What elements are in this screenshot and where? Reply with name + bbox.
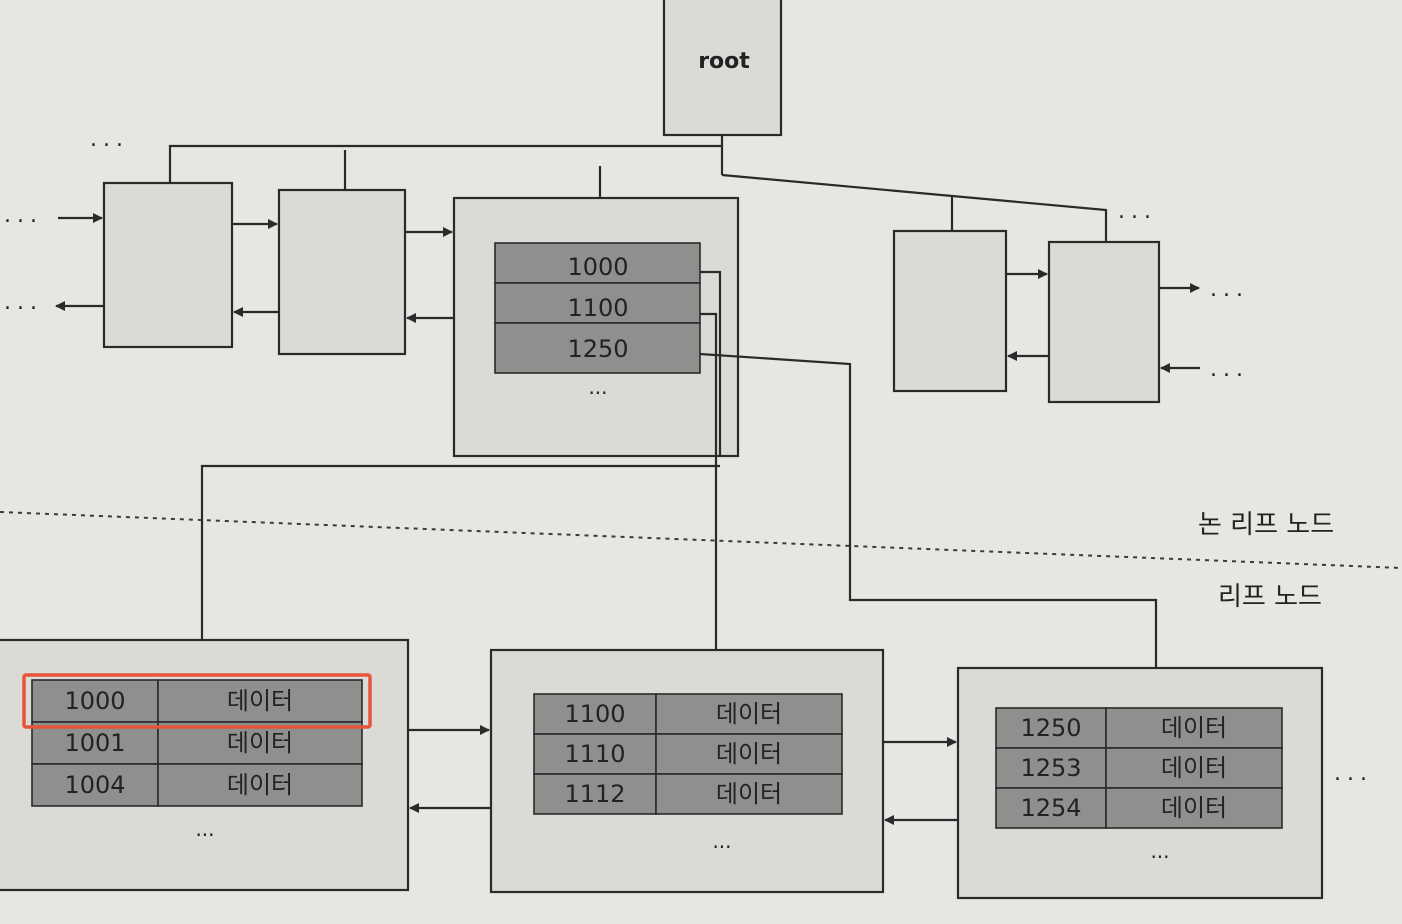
leaf-more: ... xyxy=(1150,839,1169,863)
leaf-value: 데이터 xyxy=(227,771,293,799)
leaf-key: 1254 xyxy=(1020,794,1081,822)
internal-key: 1000 xyxy=(567,253,628,281)
leaf-more: ... xyxy=(712,829,731,853)
internal-node-4 xyxy=(892,229,1008,393)
internal-node-2 xyxy=(277,188,407,356)
leaf-value: 데이터 xyxy=(1161,714,1227,742)
root-label: root xyxy=(698,49,750,74)
leaf-key: 1253 xyxy=(1020,754,1081,782)
sibling-arrows-left: ... ... xyxy=(4,203,454,323)
leaf-value: 데이터 xyxy=(716,700,782,728)
leaf-node-2: 1100 데이터 1110 데이터 1112 데이터 ... xyxy=(489,648,885,894)
leaf-sibling-arrows: ... xyxy=(408,725,1373,825)
sibling-arrows-right: ... ... xyxy=(1006,269,1249,382)
highlight-box xyxy=(22,673,372,729)
level-divider xyxy=(0,511,1402,569)
internal-key: 1100 xyxy=(567,294,628,322)
internal-key: 1250 xyxy=(567,335,628,363)
ellipsis-left-upper: ... xyxy=(4,203,43,228)
leaf-key: 1250 xyxy=(1020,714,1081,742)
leaf-node-3: 1250 데이터 1253 데이터 1254 데이터 ... xyxy=(956,666,1324,900)
leaf-value: 데이터 xyxy=(1161,794,1227,822)
internal-key-table: 1000 1100 1250 ... xyxy=(494,242,701,399)
leaf-value: 데이터 xyxy=(227,729,293,757)
leaf-label: 리프 노드 xyxy=(1218,582,1322,612)
child-pointers xyxy=(200,270,1158,668)
leaf-key: 1000 xyxy=(64,687,125,715)
non-leaf-label: 논 리프 노드 xyxy=(1198,510,1334,540)
leaf-key: 1110 xyxy=(564,740,625,768)
ellipsis-right-upper: ... xyxy=(1210,277,1249,302)
leaf-node-1: 1000 데이터 1001 데이터 1004 데이터 ... xyxy=(0,638,410,892)
ellipsis-right-lower: ... xyxy=(1210,357,1249,382)
leaf-key: 1112 xyxy=(564,780,625,808)
leaf-value: 데이터 xyxy=(1161,754,1227,782)
leaf-value: 데이터 xyxy=(716,780,782,808)
leaf-key: 1100 xyxy=(564,700,625,728)
root-connectors xyxy=(168,135,1108,242)
internal-node-1 xyxy=(102,181,234,349)
ellipsis-top-left: ... xyxy=(90,127,129,152)
internal-key-more: ... xyxy=(588,375,607,399)
internal-node-5 xyxy=(1047,240,1161,404)
leaf-value: 데이터 xyxy=(227,687,293,715)
leaf-key: 1001 xyxy=(64,729,125,757)
ellipsis-top-right: ... xyxy=(1118,199,1157,224)
ellipsis-left-lower: ... xyxy=(4,290,43,315)
leaf-value: 데이터 xyxy=(716,740,782,768)
leaf-more: ... xyxy=(195,817,214,841)
ellipsis-leaf-right: ... xyxy=(1334,761,1373,786)
root-node: root xyxy=(662,0,783,137)
leaf-key: 1004 xyxy=(64,771,125,799)
